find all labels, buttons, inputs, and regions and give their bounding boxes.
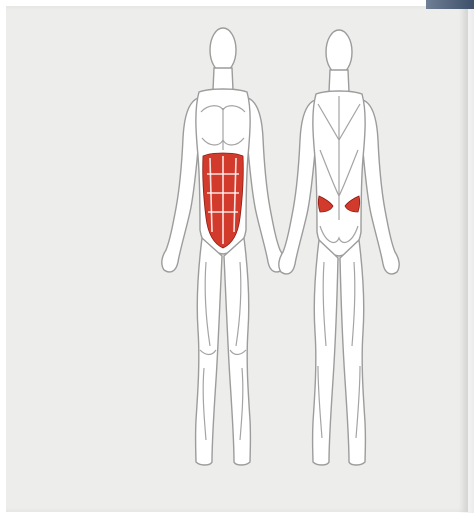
back-right-arm	[363, 100, 399, 274]
back-left-leg	[313, 240, 338, 465]
back-neck	[329, 70, 349, 92]
front-right-leg	[224, 238, 250, 465]
back-head	[326, 30, 352, 74]
front-head	[210, 28, 236, 72]
back-right-leg	[340, 240, 365, 465]
back-left-arm	[279, 100, 315, 274]
back-body	[279, 30, 399, 465]
front-right-arm	[248, 98, 284, 272]
front-left-leg	[196, 238, 222, 465]
front-neck	[213, 68, 233, 90]
front-left-arm	[162, 98, 198, 272]
